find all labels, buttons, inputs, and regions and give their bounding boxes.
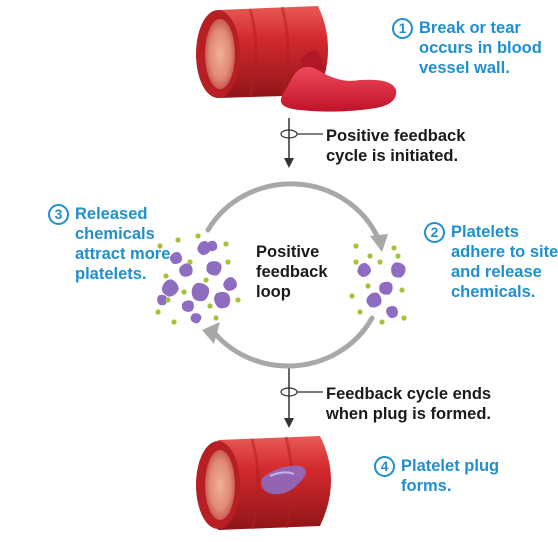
feedback-loop-arrows [205, 181, 381, 369]
chemical-dot [171, 319, 177, 325]
chemical-dot [357, 309, 363, 315]
center-loop-label: Positive feedback loop [256, 242, 328, 302]
chemical-dot [235, 297, 241, 303]
platelet-shape [191, 282, 210, 302]
chemical-dot [399, 287, 405, 293]
chemical-dot [163, 273, 169, 279]
chemical-dot [187, 259, 193, 265]
platelet-shape [366, 292, 382, 308]
termination-arrow [280, 366, 323, 428]
step-1-line: vessel wall. [419, 59, 510, 77]
step-3-line: Released [75, 205, 148, 223]
chemical-dot [401, 315, 407, 321]
step-1-label: 1 Break or tear occurs in blood vessel w… [392, 18, 542, 78]
annotation-line: Positive feedback [326, 127, 466, 145]
platelet-shape [181, 300, 194, 312]
platelet-shape [357, 262, 372, 278]
chemical-dot [365, 283, 371, 289]
step-2-number: 2 [424, 222, 445, 243]
step-4-number: 4 [374, 456, 395, 477]
step-3-line: platelets. [75, 265, 147, 283]
loop-arrowhead-left [202, 322, 220, 344]
chemical-dot [395, 253, 401, 259]
chemical-dot [377, 259, 383, 265]
chemical-dot [225, 259, 231, 265]
chemical-dot [175, 237, 181, 243]
step-1-number: 1 [392, 18, 413, 39]
chemical-dot [391, 245, 397, 251]
chemical-dot [353, 259, 359, 265]
platelet-shape [157, 294, 168, 306]
chemical-dot [195, 233, 201, 239]
chemical-dot [181, 289, 187, 295]
step-4-line: forms. [401, 477, 452, 495]
chemical-dot [165, 297, 171, 303]
ends-annotation: Feedback cycle ends when plug is formed. [326, 384, 491, 424]
center-label-line: feedback [256, 263, 328, 281]
step-3-line: chemicals [75, 225, 155, 243]
center-label-line: Positive [256, 243, 320, 261]
chemical-dot [349, 293, 355, 299]
loop-arrowhead-right [370, 234, 388, 252]
platelet-cluster-right [349, 243, 407, 325]
platelet-shape [190, 313, 202, 324]
platelet-shape [391, 262, 406, 278]
torn-vessel-illustration [196, 6, 397, 112]
step-2-label: 2 Platelets adhere to site and release c… [424, 222, 558, 302]
plugged-vessel-illustration [196, 436, 331, 530]
chemical-dot [213, 315, 219, 321]
platelet-shape [386, 306, 398, 319]
platelet-shape [379, 281, 393, 295]
chemical-dot [367, 253, 373, 259]
chemical-dot [155, 309, 161, 315]
step-2-line: and release [451, 263, 542, 281]
step-3-line: attract more [75, 245, 171, 263]
initiation-arrow [280, 118, 323, 168]
annotation-line: when plug is formed. [326, 405, 492, 423]
step-4-line: Platelet plug [401, 457, 500, 475]
step-3-label: 3 Released chemicals attract more platel… [48, 204, 170, 284]
platelet-shape [214, 291, 231, 309]
platelet-shape [161, 279, 179, 297]
step-2-line: adhere to site [451, 243, 558, 261]
center-label-line: loop [256, 283, 291, 301]
step-1-line: Break or tear [419, 19, 521, 37]
step-4-label: 4 Platelet plug forms. [374, 456, 499, 496]
chemical-dot [157, 243, 163, 249]
platelet-shape [206, 261, 222, 276]
platelet-shape [223, 277, 237, 291]
chemical-dot [203, 277, 209, 283]
chemical-dot [223, 241, 229, 247]
chemical-dot [353, 243, 359, 249]
initiated-annotation: Positive feedback cycle is initiated. [326, 126, 465, 166]
chemical-dot [379, 319, 385, 325]
platelet-shape [169, 251, 183, 265]
step-1-line: occurs in blood [419, 39, 542, 57]
annotation-line: cycle is initiated. [326, 147, 459, 165]
step-3-number: 3 [48, 204, 69, 225]
platelet-cluster-left [155, 233, 241, 325]
annotation-line: Feedback cycle ends [326, 385, 492, 403]
platelet-shape [179, 263, 193, 277]
platelet-shape [206, 240, 218, 252]
step-2-line: chemicals. [451, 283, 536, 301]
step-2-line: Platelets [451, 223, 519, 241]
chemical-dot [207, 303, 213, 309]
